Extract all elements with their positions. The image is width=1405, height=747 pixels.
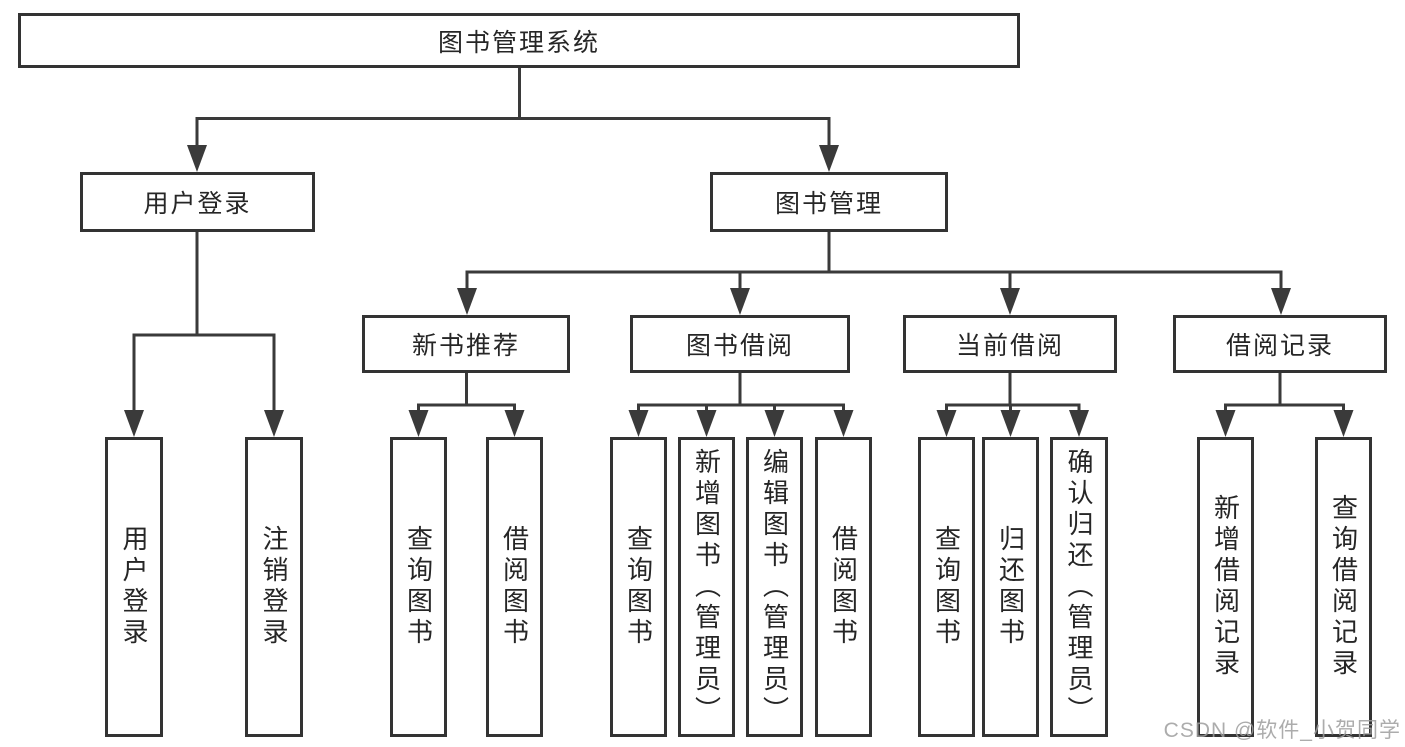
leaf-add-borrow-record: 新增借阅记录 — [1197, 437, 1254, 737]
node-book-borrowing: 图书借阅 — [630, 315, 850, 373]
leaf-query-borrow-record: 查询借阅记录 — [1315, 437, 1372, 737]
node-label: 用户登录 — [119, 525, 149, 649]
leaf-return-book: 归还图书 — [982, 437, 1039, 737]
node-label: 当前借阅 — [955, 332, 1064, 360]
leaf-confirm-return-admin: 确认归还（管理员） — [1050, 437, 1108, 737]
node-label: 借阅记录 — [1225, 332, 1334, 360]
leaf-borrow-books-2: 借阅图书 — [815, 437, 872, 737]
leaf-user-login: 用户登录 — [105, 437, 163, 737]
node-library-system: 图书管理系统 — [18, 13, 1020, 68]
node-label: 图书管理 — [774, 190, 883, 218]
node-label: 归还图书 — [995, 525, 1026, 649]
node-current-borrowing: 当前借阅 — [903, 315, 1117, 373]
node-label: 借阅图书 — [499, 525, 530, 649]
node-label: 图书管理系统 — [437, 28, 600, 57]
csdn-watermark: CSDN @软件_小贺同学 — [1163, 719, 1401, 742]
leaf-add-book-admin: 新增图书（管理员） — [678, 437, 735, 737]
node-book-management: 图书管理 — [710, 172, 948, 232]
node-label: 查询借阅记录 — [1328, 494, 1359, 680]
leaf-query-books-3: 查询图书 — [918, 437, 975, 737]
node-label: 新书推荐 — [411, 332, 520, 360]
node-label: 确认归还（管理员） — [1064, 447, 1094, 727]
node-label: 图书借阅 — [685, 332, 794, 360]
node-label: 查询图书 — [403, 525, 434, 649]
leaf-query-books-2: 查询图书 — [610, 437, 667, 737]
node-label: 用户登录 — [143, 190, 252, 218]
node-label: 新增图书（管理员） — [691, 447, 722, 727]
node-label: 借阅图书 — [828, 525, 859, 649]
node-borrowing-records: 借阅记录 — [1173, 315, 1387, 373]
node-label: 编辑图书（管理员） — [759, 447, 790, 727]
leaf-edit-book-admin: 编辑图书（管理员） — [746, 437, 803, 737]
node-label: 查询图书 — [623, 525, 654, 649]
leaf-logout: 注销登录 — [245, 437, 303, 737]
leaf-borrow-books-1: 借阅图书 — [486, 437, 543, 737]
node-label: 新增借阅记录 — [1210, 494, 1241, 680]
node-user-login: 用户登录 — [80, 172, 315, 232]
node-label: 查询图书 — [931, 525, 962, 649]
node-label: 注销登录 — [259, 525, 289, 649]
node-new-book-recommend: 新书推荐 — [362, 315, 570, 373]
leaf-query-books-1: 查询图书 — [390, 437, 447, 737]
